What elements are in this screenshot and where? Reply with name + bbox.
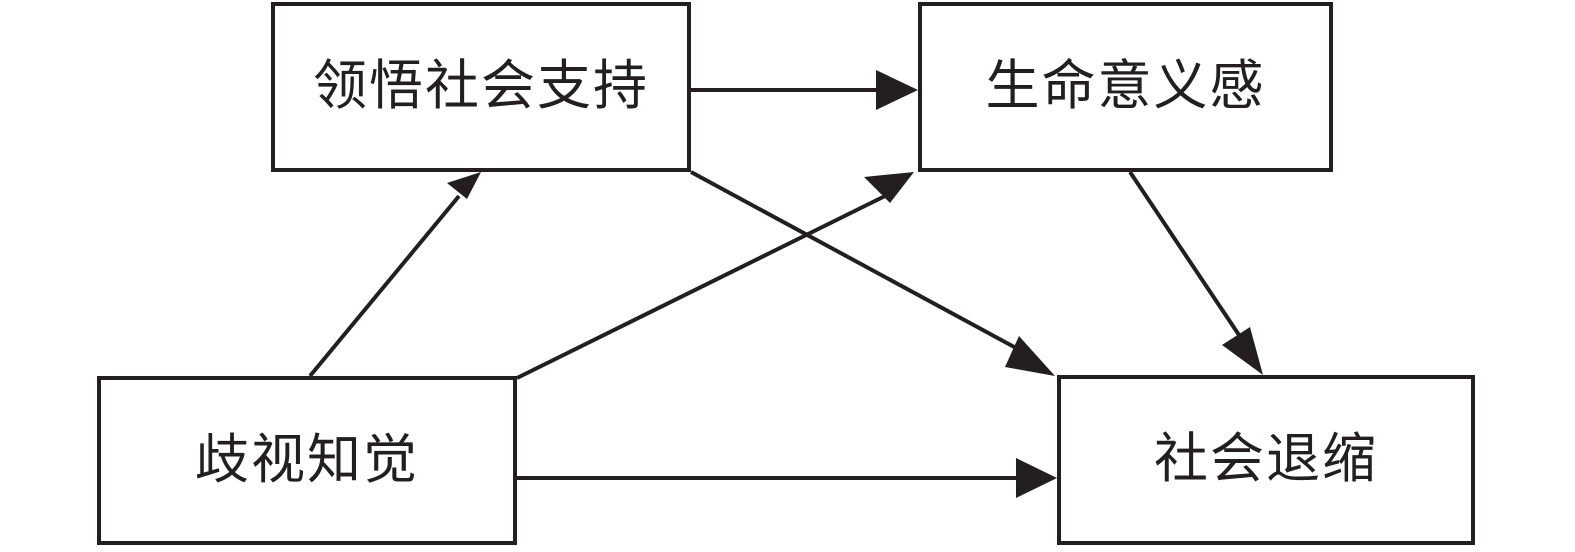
node-perceived-discrimination[interactable]: 歧视知觉: [97, 376, 517, 545]
arrowhead-pd-to-mil: [864, 172, 914, 203]
arrowhead-pss-to-sw: [1005, 336, 1055, 376]
node-perceived-social-support[interactable]: 领悟社会支持: [271, 2, 691, 172]
node-meaning-in-life[interactable]: 生命意义感: [918, 2, 1333, 172]
node-label-perceived-discrimination: 歧视知觉: [195, 429, 419, 490]
node-social-withdrawal[interactable]: 社会退缩: [1057, 375, 1475, 545]
arrowhead-pss-to-mil: [876, 70, 918, 110]
edge-pd-to-pss: [308, 172, 481, 378]
edge-pss-to-mil: [691, 70, 918, 110]
edge-line-pd-to-mil: [516, 194, 886, 380]
node-label-meaning-in-life: 生命意义感: [985, 56, 1266, 117]
node-label-social-withdrawal: 社会退缩: [1154, 429, 1378, 490]
arrowhead-pd-to-sw: [1016, 458, 1057, 498]
arrowhead-pd-to-pss: [447, 172, 481, 199]
edge-pd-to-sw: [517, 458, 1057, 498]
node-label-perceived-social-support: 领悟社会支持: [313, 56, 649, 117]
edge-line-pss-to-sw: [690, 170, 1030, 357]
arrowhead-mil-to-sw: [1222, 327, 1263, 375]
edge-line-pd-to-pss: [308, 194, 461, 378]
edge-pss-to-sw: [690, 170, 1055, 376]
edge-line-mil-to-sw: [1128, 170, 1245, 343]
edge-mil-to-sw: [1128, 170, 1263, 375]
edge-pd-to-mil: [516, 172, 914, 380]
